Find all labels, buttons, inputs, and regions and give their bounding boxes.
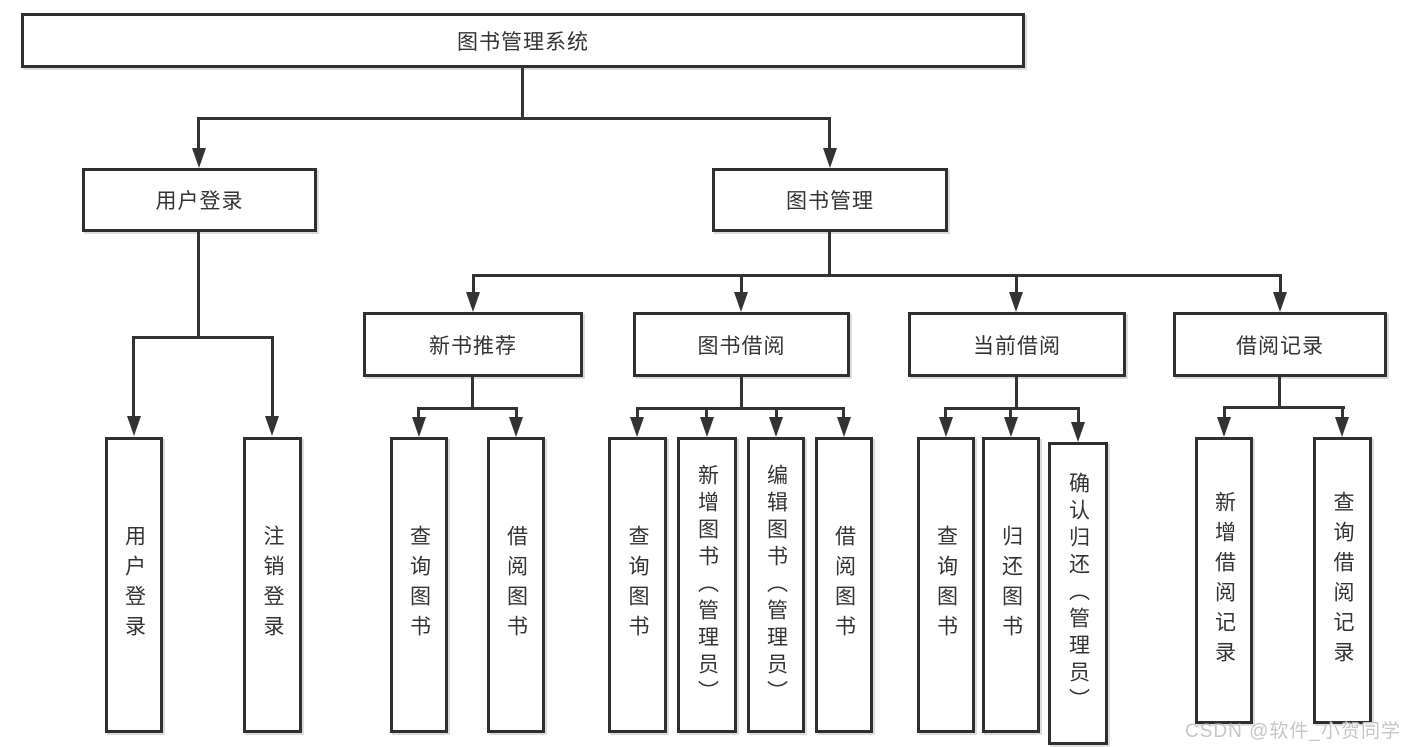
node-library-system: 图书管理系统 xyxy=(21,13,1025,68)
node-label: 确认归还（管理员） xyxy=(1066,472,1090,715)
node-book-management: 图书管理 xyxy=(712,168,948,232)
node-label: 查询借阅记录 xyxy=(1331,490,1354,671)
connector-line xyxy=(828,117,831,150)
connector-line xyxy=(775,407,778,419)
arrow-down-icon xyxy=(466,292,480,312)
leaf-logout-login: 注销登录 xyxy=(243,437,302,733)
connector-line xyxy=(132,336,135,418)
node-borrowing-records: 借阅记录 xyxy=(1173,312,1387,377)
arrow-down-icon xyxy=(1004,417,1018,437)
arrow-down-icon xyxy=(769,417,783,437)
node-label: 查询图书 xyxy=(407,525,431,645)
leaf-edit-books-admin: 编辑图书（管理员） xyxy=(747,437,805,733)
connector-line xyxy=(705,407,708,419)
leaf-return-books: 归还图书 xyxy=(982,437,1040,733)
arrow-down-icon xyxy=(823,148,837,168)
leaf-confirm-return-admin: 确认归还（管理员） xyxy=(1048,442,1108,745)
node-label: 新书推荐 xyxy=(429,334,517,358)
arrow-down-icon xyxy=(1009,292,1023,312)
connector-line xyxy=(740,377,743,407)
connector-line xyxy=(417,407,420,419)
arrow-down-icon xyxy=(192,148,206,168)
connector-line xyxy=(197,117,200,150)
connector-line xyxy=(515,407,518,419)
leaf-query-borrow-record: 查询借阅记录 xyxy=(1313,437,1372,724)
arrow-down-icon xyxy=(630,417,644,437)
connector-line xyxy=(521,68,524,117)
connector-line xyxy=(1278,377,1281,406)
node-label: 借阅图书 xyxy=(504,525,528,645)
leaf-query-books-current: 查询图书 xyxy=(917,437,975,733)
leaf-query-books-recommend: 查询图书 xyxy=(390,437,448,733)
leaf-borrow-books-recommend: 借阅图书 xyxy=(487,437,545,733)
connector-line xyxy=(944,407,1080,410)
connector-line xyxy=(1223,406,1226,419)
arrow-down-icon xyxy=(1071,422,1085,442)
node-label: 当前借阅 xyxy=(973,334,1061,358)
connector-line xyxy=(1077,407,1080,423)
node-current-borrowing: 当前借阅 xyxy=(908,312,1126,377)
node-label: 查询图书 xyxy=(626,525,649,645)
leaf-add-books-admin: 新增图书（管理员） xyxy=(677,437,737,733)
connector-line xyxy=(1223,406,1345,409)
leaf-query-books-borrowing: 查询图书 xyxy=(608,437,667,733)
connector-line xyxy=(1341,406,1344,419)
arrow-down-icon xyxy=(509,417,523,437)
connector-line xyxy=(471,377,474,407)
connector-line xyxy=(740,274,743,294)
arrow-down-icon xyxy=(837,417,851,437)
connector-line xyxy=(1015,274,1018,294)
arrow-down-icon xyxy=(734,292,748,312)
connector-line xyxy=(842,407,845,419)
node-label: 新增图书（管理员） xyxy=(695,463,719,707)
connector-line xyxy=(197,232,200,336)
node-label: 图书管理系统 xyxy=(457,30,589,54)
leaf-borrow-books: 借阅图书 xyxy=(815,437,873,733)
arrow-down-icon xyxy=(412,417,426,437)
node-label: 归还图书 xyxy=(999,525,1023,645)
connector-line xyxy=(828,232,831,274)
connector-line xyxy=(944,407,947,419)
node-user-login: 用户登录 xyxy=(82,168,317,232)
connector-line xyxy=(197,117,831,120)
node-new-book-recommend: 新书推荐 xyxy=(363,312,583,377)
node-book-borrowing: 图书借阅 xyxy=(633,312,850,377)
node-label: 图书借阅 xyxy=(697,334,786,358)
connector-line xyxy=(472,274,475,294)
connector-line xyxy=(1009,407,1012,419)
connector-line xyxy=(636,407,639,419)
watermark: CSDN @软件_小贺同学 xyxy=(1185,721,1401,742)
node-label: 借阅记录 xyxy=(1236,334,1324,358)
leaf-user-login: 用户登录 xyxy=(105,437,163,733)
connector-line xyxy=(132,336,274,339)
leaf-add-borrow-record: 新增借阅记录 xyxy=(1195,437,1253,724)
connector-line xyxy=(1279,274,1282,294)
node-label: 注销登录 xyxy=(261,525,284,645)
node-label: 用户登录 xyxy=(122,525,146,645)
arrow-down-icon xyxy=(265,416,279,436)
connector-line xyxy=(271,336,274,418)
node-label: 借阅图书 xyxy=(832,525,856,645)
arrow-down-icon xyxy=(127,416,141,436)
connector-line xyxy=(472,274,1282,277)
node-label: 编辑图书（管理员） xyxy=(764,463,788,707)
connector-line xyxy=(417,407,518,410)
arrow-down-icon xyxy=(700,417,714,437)
connector-line xyxy=(636,407,845,410)
node-label: 图书管理 xyxy=(786,190,874,213)
arrow-down-icon xyxy=(939,417,953,437)
connector-line xyxy=(1015,377,1018,407)
node-label: 查询图书 xyxy=(934,525,958,645)
arrow-down-icon xyxy=(1335,417,1349,437)
arrow-down-icon xyxy=(1273,292,1287,312)
node-label: 新增借阅记录 xyxy=(1212,490,1236,671)
arrow-down-icon xyxy=(1217,417,1231,437)
node-label: 用户登录 xyxy=(155,190,244,213)
